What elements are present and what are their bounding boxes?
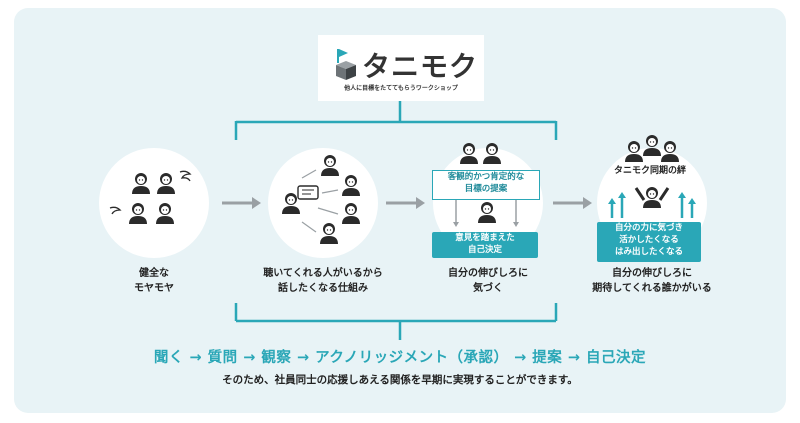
objective-proposal-line-2: 目標の提案 xyxy=(464,184,508,194)
tanimoku-logo: タニモク 他人に目標をたててもらうワークショップ xyxy=(318,35,484,101)
logo-tagline: 他人に目標をたててもらうワークショップ xyxy=(344,85,458,92)
stage-2-people-icon xyxy=(282,155,360,244)
flow-arrow-1 xyxy=(222,197,261,209)
stage-1-caption-line-2: モヤモヤ xyxy=(134,283,174,294)
stage-2-caption-line-2: 話したくなる仕組み xyxy=(278,283,368,294)
objective-proposal-line-1: 客観的かつ肯定的な xyxy=(447,172,525,182)
self-decision-line-2: 自己決定 xyxy=(467,245,502,255)
stage-2-caption-line-1: 聴いてくれる人がいるから xyxy=(263,268,383,279)
self-decision-line-1: 意見を踏まえた xyxy=(455,233,515,243)
stage-4-people-icon xyxy=(608,135,696,218)
stage-3-people-icon xyxy=(453,143,519,227)
stage-4-caption-line-1: 自分の伸びしろに xyxy=(612,268,692,279)
scribble-icon xyxy=(179,170,192,182)
flow-arrow-3 xyxy=(553,197,592,209)
stage-4-title: タニモク同期の絆 xyxy=(613,166,686,176)
flag-cube-icon xyxy=(336,49,356,80)
scribble-icon xyxy=(109,206,122,215)
flow-arrow-2 xyxy=(386,197,425,209)
stage-4-box-line-1: 自分の力に気づき xyxy=(614,223,683,233)
stage-4-box-line-3: はみ出したくなる xyxy=(614,247,683,257)
stage-4-caption-line-2: 期待してくれる誰かがいる xyxy=(592,283,712,294)
stage-4-box: 自分の力に気づき 活かしたくなる はみ出したくなる xyxy=(597,222,701,262)
stage-4-box-line-2: 活かしたくなる xyxy=(619,235,679,245)
stage-1-circle xyxy=(99,148,209,258)
stage-1-caption: 健全な モヤモヤ xyxy=(84,266,224,296)
objective-proposal-box: 客観的かつ肯定的な 目標の提案 xyxy=(432,170,540,200)
stage-3-caption: 自分の伸びしろに 気づく xyxy=(418,266,558,296)
stage-1-caption-line-1: 健全な xyxy=(139,268,169,279)
process-steps: 聞く → 質問 → 観察 → アクノリッジメント（承認） → 提案 → 自己決定 xyxy=(153,350,647,366)
self-decision-box: 意見を踏まえた 自己決定 xyxy=(432,232,538,258)
stage-4-caption: 自分の伸びしろに 期待してくれる誰かがいる xyxy=(572,266,732,296)
stage-2-caption: 聴いてくれる人がいるから 話したくなる仕組み xyxy=(243,266,403,296)
summary-text: そのため、社員同士の応援しあえる関係を早期に実現することができます。 xyxy=(222,374,578,386)
speech-bubble-icon xyxy=(297,185,319,200)
stage-3-caption-line-1: 自分の伸びしろに xyxy=(448,268,528,279)
logo-name: タニモク xyxy=(362,50,479,83)
stage-3-caption-line-2: 気づく xyxy=(473,283,503,294)
stage-1-people-icon xyxy=(109,170,192,224)
